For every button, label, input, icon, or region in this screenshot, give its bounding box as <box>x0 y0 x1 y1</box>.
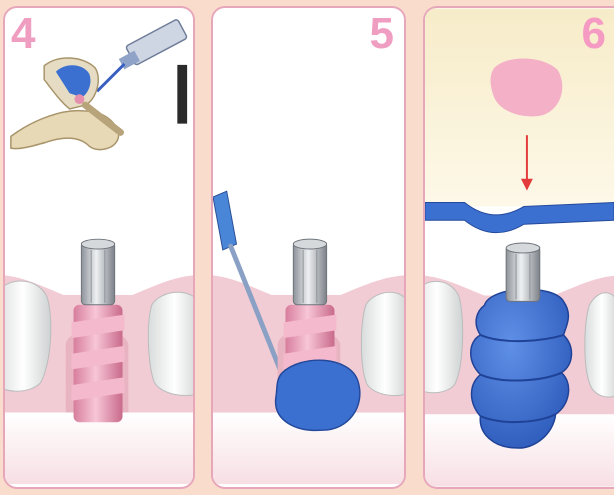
abutment <box>506 243 540 301</box>
step-number: 5 <box>370 12 394 56</box>
abutment <box>293 239 326 305</box>
panel-step-6: 6 <box>423 6 614 489</box>
impression-coping <box>72 305 125 423</box>
impression-material <box>276 360 360 430</box>
illustration-step-6 <box>425 8 614 487</box>
abutment <box>81 239 114 305</box>
illustration-step-5 <box>213 8 404 487</box>
step-number: 6 <box>582 12 606 56</box>
step-number: 4 <box>11 12 35 56</box>
panel-step-5: 5 <box>211 6 406 489</box>
illustration-step-4 <box>5 8 193 487</box>
panel-step-4: 4 <box>3 6 195 489</box>
